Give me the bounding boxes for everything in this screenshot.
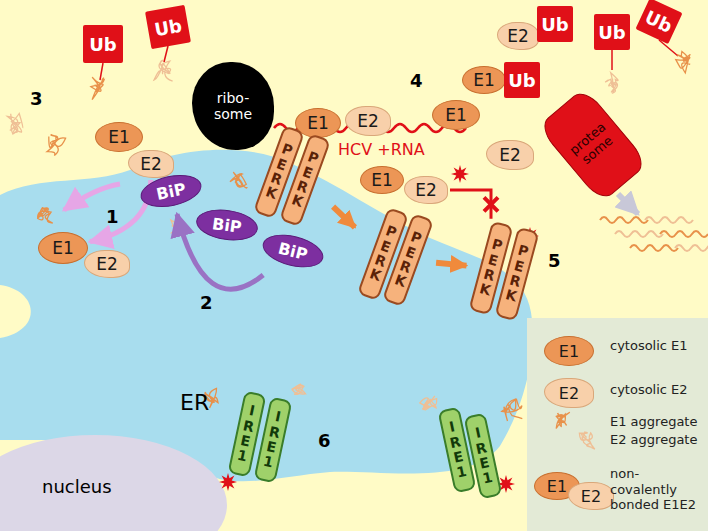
node-text: BiP: [155, 179, 188, 204]
ub-tail: [164, 46, 168, 62]
node-text: E2: [357, 111, 379, 131]
er-notch: [0, 285, 31, 338]
protein-aggregate: [579, 432, 594, 449]
legend-text: cytosolic E1: [610, 338, 704, 354]
protein-aggregate: [47, 135, 65, 156]
edge-connector: [450, 190, 491, 219]
protein-aggregate: [420, 396, 437, 410]
node-text: E2: [96, 254, 118, 274]
protein-aggregate: [502, 399, 523, 421]
e2-protein: E2: [84, 250, 130, 278]
node-text: ribo-some: [204, 90, 262, 122]
node-text: E1: [473, 70, 495, 90]
legend-text: cytosolic E2: [610, 382, 704, 398]
degradation-arrow: [618, 194, 638, 214]
sample-text: E2: [559, 384, 579, 403]
node-text: Ub: [153, 14, 184, 39]
peptide-fragment: [675, 245, 708, 251]
node-text: BiP: [276, 238, 309, 264]
protein-aggregate: [292, 384, 306, 394]
node-text: E1: [52, 238, 74, 258]
rna-label: HCV +RNA: [338, 140, 425, 159]
e1-protein: E1: [38, 232, 88, 264]
node-text: Ub: [598, 22, 626, 43]
ubiquitin-box: Ub: [537, 6, 573, 42]
legend-text: E2 aggregate: [610, 432, 704, 448]
node-text: E2: [499, 145, 521, 165]
protein-aggregate: [8, 114, 23, 135]
e2-protein: E2: [128, 150, 174, 178]
node-text: E2: [415, 180, 437, 200]
e2-protein: E2: [497, 22, 539, 50]
legend-sample: E2: [544, 378, 594, 408]
ub-tail: [611, 50, 613, 70]
legend-sample: E2: [568, 482, 614, 510]
callout-number: 4: [410, 70, 423, 91]
legend-panel: [527, 318, 708, 531]
ubiquitin-box: Ub: [594, 14, 630, 50]
edge-connector: [436, 263, 466, 266]
e2-protein: E2: [404, 176, 448, 204]
legend-text: E1 aggregate: [610, 414, 704, 430]
protein-aggregate: [606, 73, 618, 93]
callout-number: 3: [30, 88, 43, 109]
peptide-fragment: [630, 245, 678, 251]
phosphorylation-star: [451, 165, 469, 183]
sample-text: E1: [547, 477, 567, 496]
ubiquitin-box: Ub: [145, 5, 191, 49]
callout-number: 2: [200, 292, 213, 313]
sample-text: E2: [581, 487, 601, 506]
callout-number: 1: [106, 206, 119, 227]
peptide-fragment: [600, 217, 648, 223]
callout-number: 6: [318, 430, 331, 451]
e2-protein: E2: [345, 106, 391, 136]
node-text: E2: [507, 26, 529, 46]
protein-aggregate: [556, 412, 570, 428]
peptide-fragment: [645, 217, 693, 223]
node-text: E2: [140, 154, 162, 174]
e2-protein: E2: [486, 140, 534, 170]
node-text: Ub: [89, 34, 117, 55]
node-text: BiP: [211, 214, 243, 237]
edge-connector: [333, 207, 355, 228]
e1-protein: E1: [432, 100, 480, 130]
e1-protein: E1: [360, 166, 404, 194]
protein-aggregate: [38, 208, 53, 223]
peptide-fragment: [615, 231, 663, 237]
protein-aggregate: [676, 52, 690, 73]
phosphorylation-star: [219, 473, 237, 491]
ubiquitin-box: Ub: [504, 62, 540, 98]
node-text: E1: [371, 170, 393, 190]
node-text: E1: [108, 127, 130, 147]
organelle-label: nucleus: [42, 476, 112, 497]
ub-tail: [100, 63, 103, 80]
legend-text: non-covalently bonded E1E2: [610, 466, 704, 513]
protein-aggregate: [91, 77, 104, 100]
ubiquitin-box: Ub: [83, 25, 123, 63]
peptide-fragment: [660, 231, 708, 237]
e1-protein: E1: [95, 122, 143, 152]
node-text: E1: [307, 113, 329, 133]
legend-sample: E1: [544, 336, 594, 366]
illustration-strokes: [8, 52, 708, 494]
e1-protein: E1: [462, 66, 506, 94]
protein-aggregate: [230, 172, 247, 188]
sample-text: E1: [559, 342, 579, 361]
node-text: E1: [445, 105, 467, 125]
callout-number: 5: [548, 250, 561, 271]
node-text: Ub: [541, 14, 569, 35]
organelle-label: ER: [180, 390, 209, 415]
node-text: protea some: [563, 116, 624, 174]
node-text: Ub: [642, 6, 676, 37]
nucleus-shape: [0, 435, 227, 531]
node-text: Ub: [508, 70, 536, 91]
protein-aggregate: [154, 60, 173, 81]
